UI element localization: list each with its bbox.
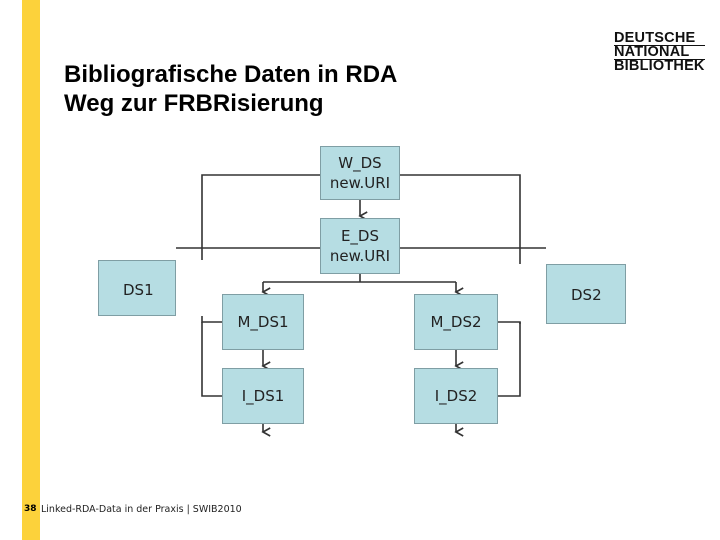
node-ds1-label: DS1: [123, 281, 154, 299]
node-i-ds2-label: I_DS2: [434, 387, 478, 405]
title-line-1: Bibliografische Daten in RDA: [64, 61, 398, 88]
connector-ds2-to-wds: [400, 174, 521, 264]
node-i-ds1: I_DS1: [222, 368, 304, 424]
node-i-ds2: I_DS2: [414, 368, 498, 424]
node-i-ds1-label: I_DS1: [241, 387, 285, 405]
dnb-logo: DEUTSCHE NATIONAL BIBLIOTHEK: [614, 30, 705, 74]
node-m-ds1-label: M_DS1: [237, 313, 289, 331]
node-m-ds1: M_DS1: [222, 294, 304, 350]
title-line-2: Weg zur FRBRisierung: [64, 90, 324, 117]
node-ds2-label: DS2: [571, 286, 602, 304]
node-m-ds2-label: M_DS2: [430, 313, 482, 331]
logo-line-3: BIBLIOTHEK: [614, 58, 705, 74]
connector-ds1-to-mds1: [201, 316, 222, 323]
connector-eds-split: [263, 274, 456, 283]
logo-line-1: DEUTSCHE: [614, 30, 696, 46]
node-ds2: DS2: [546, 264, 626, 324]
node-m-ds2: M_DS2: [414, 294, 498, 350]
node-w-ds-label: W_DS new.URI: [329, 154, 391, 192]
footer-text: Linked-RDA-Data in der Praxis | SWIB2010: [41, 504, 242, 515]
node-e-ds: E_DS new.URI: [320, 218, 400, 274]
node-ds1: DS1: [98, 260, 176, 316]
slide-title: Bibliografische Daten in RDA Weg zur FRB…: [64, 60, 397, 118]
accent-bar: [22, 0, 40, 540]
slide-number: 38: [24, 504, 37, 514]
connector-ds2-to-ids2: [498, 322, 521, 397]
connector-ds1-to-ids1: [201, 322, 222, 397]
connector-ds1-to-wds: [201, 174, 320, 260]
node-w-ds: W_DS new.URI: [320, 146, 400, 200]
logo-line-2: NATIONAL: [614, 45, 705, 60]
node-e-ds-label: E_DS new.URI: [329, 227, 391, 265]
connector-ds2-to-mds2: [498, 321, 521, 324]
